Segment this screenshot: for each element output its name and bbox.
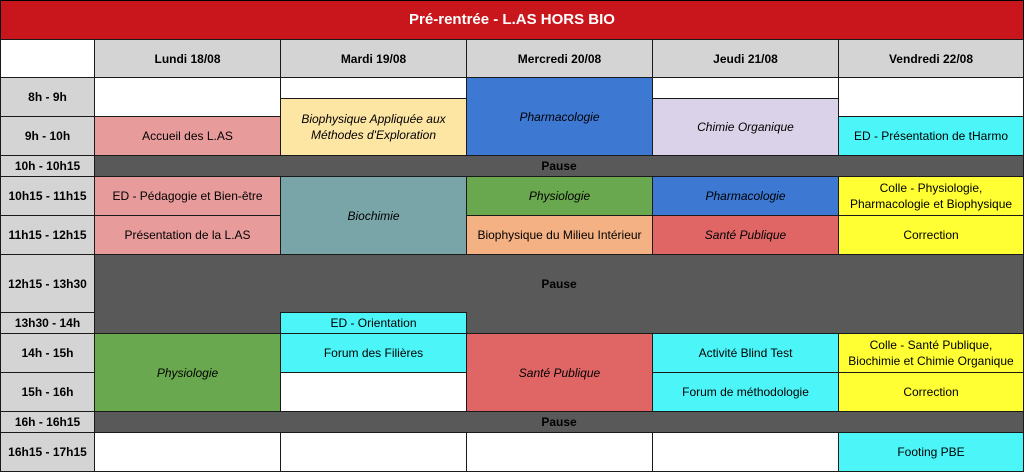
- event-correction: Correction: [838, 215, 1024, 255]
- event-blind-test: Activité Blind Test: [652, 333, 839, 373]
- event-pharmacologie: Pharmacologie: [652, 176, 839, 216]
- empty-slot: [280, 432, 467, 472]
- event-physiologie: Physiologie: [94, 333, 281, 412]
- event-footing: Footing PBE: [838, 432, 1024, 472]
- event-presentation-las: Présentation de la L.AS: [94, 215, 281, 255]
- event-ed-orientation: ED - Orientation: [280, 312, 467, 334]
- event-biophysique-appliquee: Biophysique Appliquée aux Méthodes d'Exp…: [280, 98, 467, 156]
- empty-slot: [652, 77, 839, 99]
- event-biochimie: Biochimie: [280, 176, 467, 255]
- day-header-wednesday: Mercredi 20/08: [466, 39, 653, 78]
- time-slot: 10h15 - 11h15: [0, 176, 95, 216]
- time-slot: 16h - 16h15: [0, 411, 95, 433]
- time-slot: 16h15 - 17h15: [0, 432, 95, 472]
- empty-slot: [94, 77, 281, 117]
- time-slot: 15h - 16h: [0, 372, 95, 412]
- empty-slot: [94, 432, 281, 472]
- schedule-title: Pré-rentrée - L.AS HORS BIO: [0, 0, 1024, 40]
- day-header-tuesday: Mardi 19/08: [280, 39, 467, 78]
- event-pharmacologie: Pharmacologie: [466, 77, 653, 156]
- day-header-thursday: Jeudi 21/08: [652, 39, 839, 78]
- empty-slot: [280, 372, 467, 412]
- event-forum-filieres: Forum des Filières: [280, 333, 467, 373]
- event-physiologie: Physiologie: [466, 176, 653, 216]
- event-ed-pedagogie: ED - Pédagogie et Bien-être: [94, 176, 281, 216]
- event-sante-publique: Santé Publique: [466, 333, 653, 412]
- event-accueil: Accueil des L.AS: [94, 116, 281, 156]
- event-correction: Correction: [838, 372, 1024, 412]
- pause-bar: Pause: [94, 155, 1024, 177]
- time-slot: 14h - 15h: [0, 333, 95, 373]
- empty-slot: [652, 432, 839, 472]
- event-sante-publique: Santé Publique: [652, 215, 839, 255]
- pause-bar: [466, 312, 1024, 334]
- corner-cell: [0, 39, 95, 78]
- empty-slot: [280, 77, 467, 99]
- time-slot: 8h - 9h: [0, 77, 95, 117]
- event-chimie-organique: Chimie Organique: [652, 98, 839, 156]
- event-forum-methodologie: Forum de méthodologie: [652, 372, 839, 412]
- event-colle-physiologie: Colle - Physiologie, Pharmacologie et Bi…: [838, 176, 1024, 216]
- time-slot: 9h - 10h: [0, 116, 95, 156]
- time-slot: 10h - 10h15: [0, 155, 95, 177]
- event-colle-sante-publique: Colle - Santé Publique, Biochimie et Chi…: [838, 333, 1024, 373]
- day-header-monday: Lundi 18/08: [94, 39, 281, 78]
- event-biophysique-milieu: Biophysique du Milieu Intérieur: [466, 215, 653, 255]
- pause-bar: [94, 312, 281, 334]
- empty-slot: [838, 77, 1024, 117]
- time-slot: 11h15 - 12h15: [0, 215, 95, 255]
- time-slot: 12h15 - 13h30: [0, 254, 95, 313]
- empty-slot: [466, 432, 653, 472]
- pause-bar: Pause: [94, 254, 1024, 313]
- day-header-friday: Vendredi 22/08: [838, 39, 1024, 78]
- pause-bar: Pause: [94, 411, 1024, 433]
- time-slot: 13h30 - 14h: [0, 312, 95, 334]
- event-ed-tharmo: ED - Présentation de tHarmo: [838, 116, 1024, 156]
